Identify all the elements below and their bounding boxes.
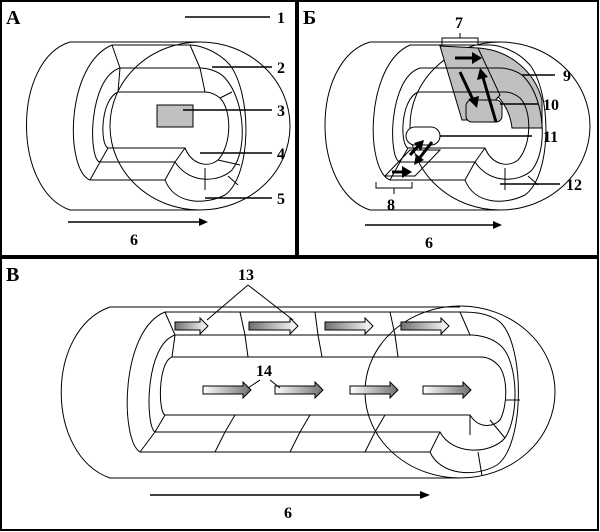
segment-dividers-bottom-c	[139, 399, 520, 477]
label-3: 3	[277, 103, 285, 120]
panel-c-frame	[0, 257, 599, 531]
direction-arrowhead-a	[199, 218, 208, 226]
ring-outer-c	[126, 311, 519, 474]
ring-middle-b	[392, 67, 543, 180]
hollow-arrow-14-4	[422, 380, 472, 400]
label-5: 5	[277, 191, 285, 208]
bracket-8	[375, 182, 413, 194]
bracket-7	[441, 33, 479, 45]
arrowhead-upper-right	[472, 52, 482, 64]
arrowhead-lower-up	[414, 140, 424, 151]
hollow-arrow-13-1	[174, 316, 209, 336]
ring-inner-b	[402, 91, 530, 165]
hollow-arrow-13-3	[324, 316, 374, 336]
hollow-arrow-14-3	[349, 380, 399, 400]
label-9: 9	[563, 68, 571, 85]
label-2: 2	[277, 60, 285, 77]
arrow-upper-up	[480, 73, 498, 123]
label-8: 8	[387, 197, 395, 214]
cylinder-back-edge-c	[60, 306, 460, 479]
panel-b	[324, 33, 591, 229]
label-6-a: 6	[130, 232, 138, 249]
label-4: 4	[277, 146, 285, 163]
panel-letter-b: Б	[303, 7, 316, 29]
ring-outer-b	[372, 44, 547, 202]
panel-letter-a: А	[6, 7, 21, 29]
segment-dividers-top-c	[164, 311, 471, 358]
label-6-b: 6	[425, 235, 433, 252]
arrowhead-lower-down	[414, 154, 424, 165]
arrowhead-upper-down	[468, 96, 479, 108]
cylinder-front-face-b	[409, 41, 591, 211]
label-12: 12	[566, 177, 582, 194]
label-13: 13	[238, 267, 254, 284]
segment-dividers	[89, 44, 241, 190]
label-7: 7	[455, 15, 463, 32]
hollow-arrow-14-1	[202, 380, 252, 400]
arrowhead-lower-right	[402, 166, 412, 178]
ring-middle	[92, 67, 243, 180]
callout-13	[206, 284, 294, 321]
panel-c	[60, 284, 556, 499]
hollow-arrow-14-2	[274, 380, 324, 400]
panel-b-frame	[297, 0, 599, 257]
panel-letter-c: В	[6, 264, 19, 286]
callout-14	[247, 379, 281, 389]
direction-arrowhead-b	[493, 221, 502, 229]
arrowhead-upper-up	[477, 68, 488, 80]
panel-a-frame	[0, 0, 297, 257]
ring-middle-c	[148, 334, 516, 451]
ring-outer	[72, 44, 247, 202]
label-10: 10	[543, 97, 559, 114]
label-6-c: 6	[284, 505, 292, 522]
label-14: 14	[256, 363, 272, 380]
cylinder-back-edge-b	[324, 41, 500, 211]
gray-block-10	[465, 99, 503, 123]
ring-inner-c	[159, 356, 507, 426]
hollow-arrow-13-4	[400, 316, 450, 336]
label-1: 1	[277, 10, 285, 27]
cylinder-back-edge	[26, 41, 200, 211]
direction-arrowhead-c	[420, 491, 430, 499]
hollow-arrow-13-2	[248, 316, 299, 336]
cylinder-front-face	[109, 41, 291, 211]
arrow-upper-down	[458, 71, 476, 103]
arrow-lower-down	[416, 141, 434, 161]
gray-block-3	[156, 104, 194, 128]
panel-a	[26, 16, 291, 226]
label-11: 11	[543, 129, 558, 146]
